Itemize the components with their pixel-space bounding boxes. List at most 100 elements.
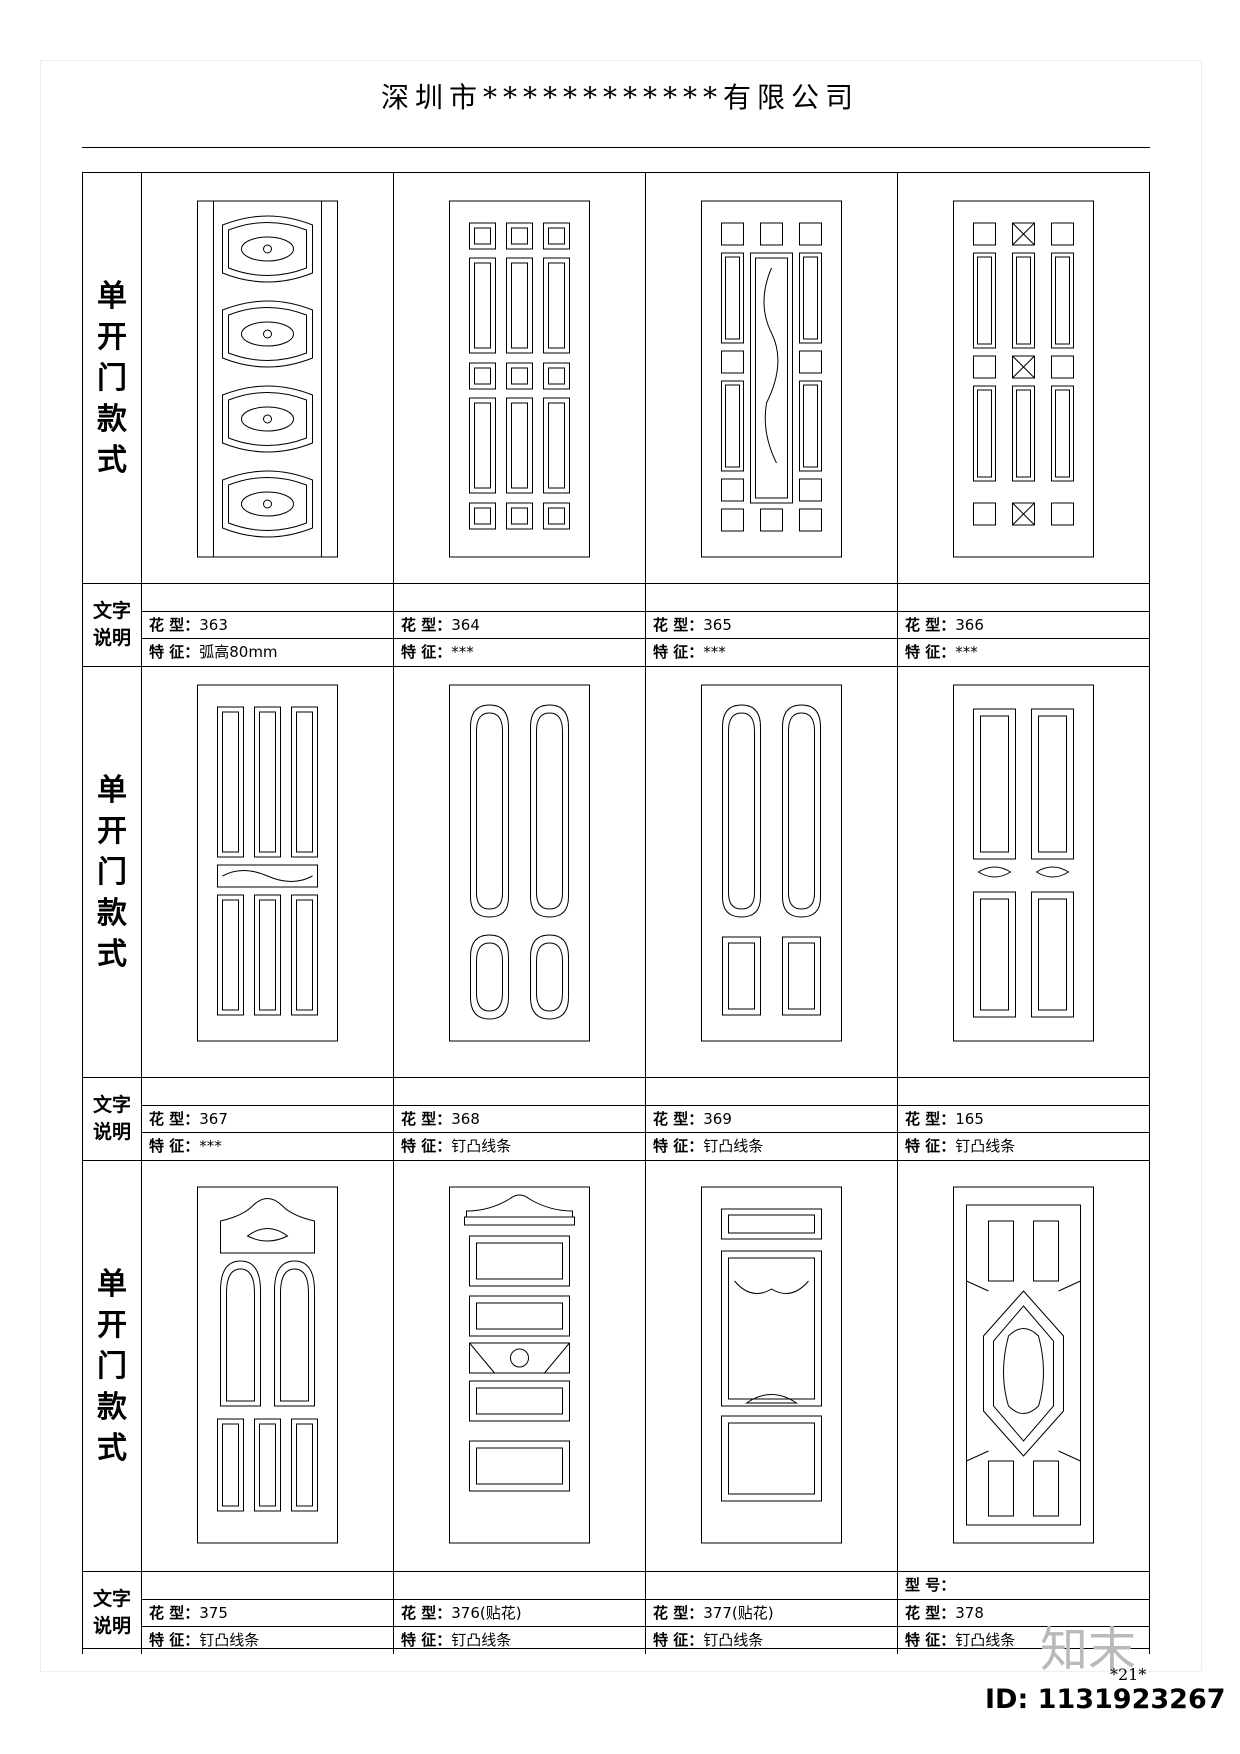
- text-cell: 花 型：376(贴花)特 征：钉凸线条: [394, 1572, 646, 1654]
- row-label: 单开门款式: [97, 278, 127, 478]
- door-drawing-365: [646, 173, 898, 583]
- text-header: 文字说明: [83, 584, 142, 666]
- watermark-logo: 知末: [1040, 1622, 1137, 1678]
- row-header: 单开门款式: [83, 667, 142, 1077]
- pattern-line: 花 型：375: [142, 1600, 393, 1628]
- text-header: 文字说明: [83, 1078, 142, 1160]
- door-drawing-378: [898, 1161, 1149, 1571]
- text-cell: 花 型：369 特 征：钉凸线条: [646, 1078, 898, 1160]
- pattern-line: 花 型：363: [142, 612, 393, 640]
- id-tag: ID: 1131923267: [985, 1684, 1226, 1715]
- door-366-svg: [953, 200, 1094, 558]
- pattern-line: 花 型：366: [898, 612, 1149, 640]
- image-row: 单开门款式: [82, 172, 1150, 583]
- door-368-svg: [449, 684, 590, 1042]
- pattern-line: 花 型：377(贴花): [646, 1600, 897, 1628]
- feature-line: 特 征：钉凸线条: [905, 1631, 1016, 1650]
- door-365-svg: [701, 200, 842, 558]
- text-label: 文字说明: [92, 1094, 131, 1143]
- section-2: 单开门款式: [82, 666, 1150, 1160]
- text-line-0: [646, 1572, 897, 1600]
- feature-line: 特 征：***: [149, 1137, 222, 1156]
- image-row: 单开门款式: [82, 1160, 1150, 1571]
- feature-line: 特 征：钉凸线条: [401, 1137, 512, 1156]
- text-cell: 花 型：377(贴花) 特 征：钉凸线条: [646, 1572, 898, 1654]
- text-cell: 花 型：363 特 征：弧高80mm: [142, 584, 394, 666]
- feature-line: 特 征：钉凸线条: [149, 1631, 260, 1650]
- title-rule: [82, 147, 1150, 148]
- door-drawing-366: [898, 173, 1149, 583]
- model-line: 型 号：: [898, 1572, 1149, 1600]
- text-line-0: [142, 1078, 393, 1106]
- door-drawing-375: [142, 1161, 394, 1571]
- text-cell: 花 型：165 特 征：钉凸线条: [898, 1078, 1149, 1160]
- door-363-svg: [197, 200, 338, 558]
- feature-line: 特 征：钉凸线条: [653, 1631, 764, 1650]
- feature-line: 特 征：***: [653, 643, 726, 662]
- row-header: 单开门款式: [83, 1161, 142, 1571]
- pattern-line: 花 型：376(贴花): [394, 1600, 645, 1628]
- arch-panel: [222, 470, 313, 538]
- text-line-0: [394, 1572, 645, 1600]
- door-drawing-364: [394, 173, 646, 583]
- feature-line: 特 征：弧高80mm: [149, 643, 278, 662]
- door-364-svg: [449, 200, 590, 558]
- door-376-svg: [449, 1186, 590, 1544]
- pattern-line: 花 型：367: [142, 1106, 393, 1134]
- text-cell: 花 型：365 特 征：***: [646, 584, 898, 666]
- table-bottom-border: [82, 1648, 1150, 1649]
- feature-line: 特 征：***: [905, 643, 978, 662]
- arch-panel: [222, 300, 313, 368]
- text-line-0: [898, 584, 1149, 612]
- door-367-svg: [197, 684, 338, 1042]
- text-line-0: [142, 584, 393, 612]
- text-cell: 花 型：367 特 征：***: [142, 1078, 394, 1160]
- text-label: 文字说明: [92, 1588, 131, 1637]
- door-drawing-165: [898, 667, 1149, 1077]
- door-drawing-367: [142, 667, 394, 1077]
- text-line-0: [898, 1078, 1149, 1106]
- door-drawing-369: [646, 667, 898, 1077]
- image-row: 单开门款式: [82, 666, 1150, 1077]
- feature-line: 特 征：***: [401, 643, 474, 662]
- door-369-svg: [701, 684, 842, 1042]
- section-1: 单开门款式: [82, 172, 1150, 666]
- arch-panel: [222, 385, 313, 453]
- door-165-svg: [953, 684, 1094, 1042]
- row-label: 单开门款式: [97, 1266, 127, 1466]
- text-label: 文字说明: [92, 600, 131, 649]
- feature-line: 特 征：钉凸线条: [905, 1137, 1016, 1156]
- page-number: *21*: [1110, 1665, 1147, 1684]
- pattern-line: 花 型：368: [394, 1106, 645, 1134]
- door-drawing-376: [394, 1161, 646, 1571]
- text-cell: 花 型：366 特 征：***: [898, 584, 1149, 666]
- page-frame: [40, 60, 1202, 1672]
- door-377-svg: [701, 1186, 842, 1544]
- text-line-0: [142, 1572, 393, 1600]
- door-catalog-table: 单开门款式: [82, 172, 1150, 1654]
- text-line-0: [394, 1078, 645, 1106]
- row-header: 单开门款式: [83, 173, 142, 583]
- text-row: 文字说明 花 型：367 特 征：*** 花 型：368 特 征：钉凸线条 花 型：…: [82, 1077, 1150, 1160]
- text-header: 文字说明: [83, 1572, 142, 1654]
- row-label: 单开门款式: [97, 772, 127, 972]
- pattern-line: 花 型：365: [646, 612, 897, 640]
- text-line-0: [646, 1078, 897, 1106]
- door-375-svg: [197, 1186, 338, 1544]
- door-drawing-363: [142, 173, 394, 583]
- text-cell: 花 型：368 特 征：钉凸线条: [394, 1078, 646, 1160]
- text-line-0: [646, 584, 897, 612]
- feature-line: 特 征：钉凸线条: [653, 1137, 764, 1156]
- page-title: 深圳市************有限公司: [380, 81, 859, 114]
- door-drawing-377: [646, 1161, 898, 1571]
- text-cell: 花 型：375 特 征：钉凸线条: [142, 1572, 394, 1654]
- pattern-line: 花 型：165: [898, 1106, 1149, 1134]
- text-line-0: [394, 584, 645, 612]
- pattern-line: 花 型：369: [646, 1106, 897, 1134]
- arch-panel: [222, 215, 313, 283]
- door-378-svg: [953, 1186, 1094, 1544]
